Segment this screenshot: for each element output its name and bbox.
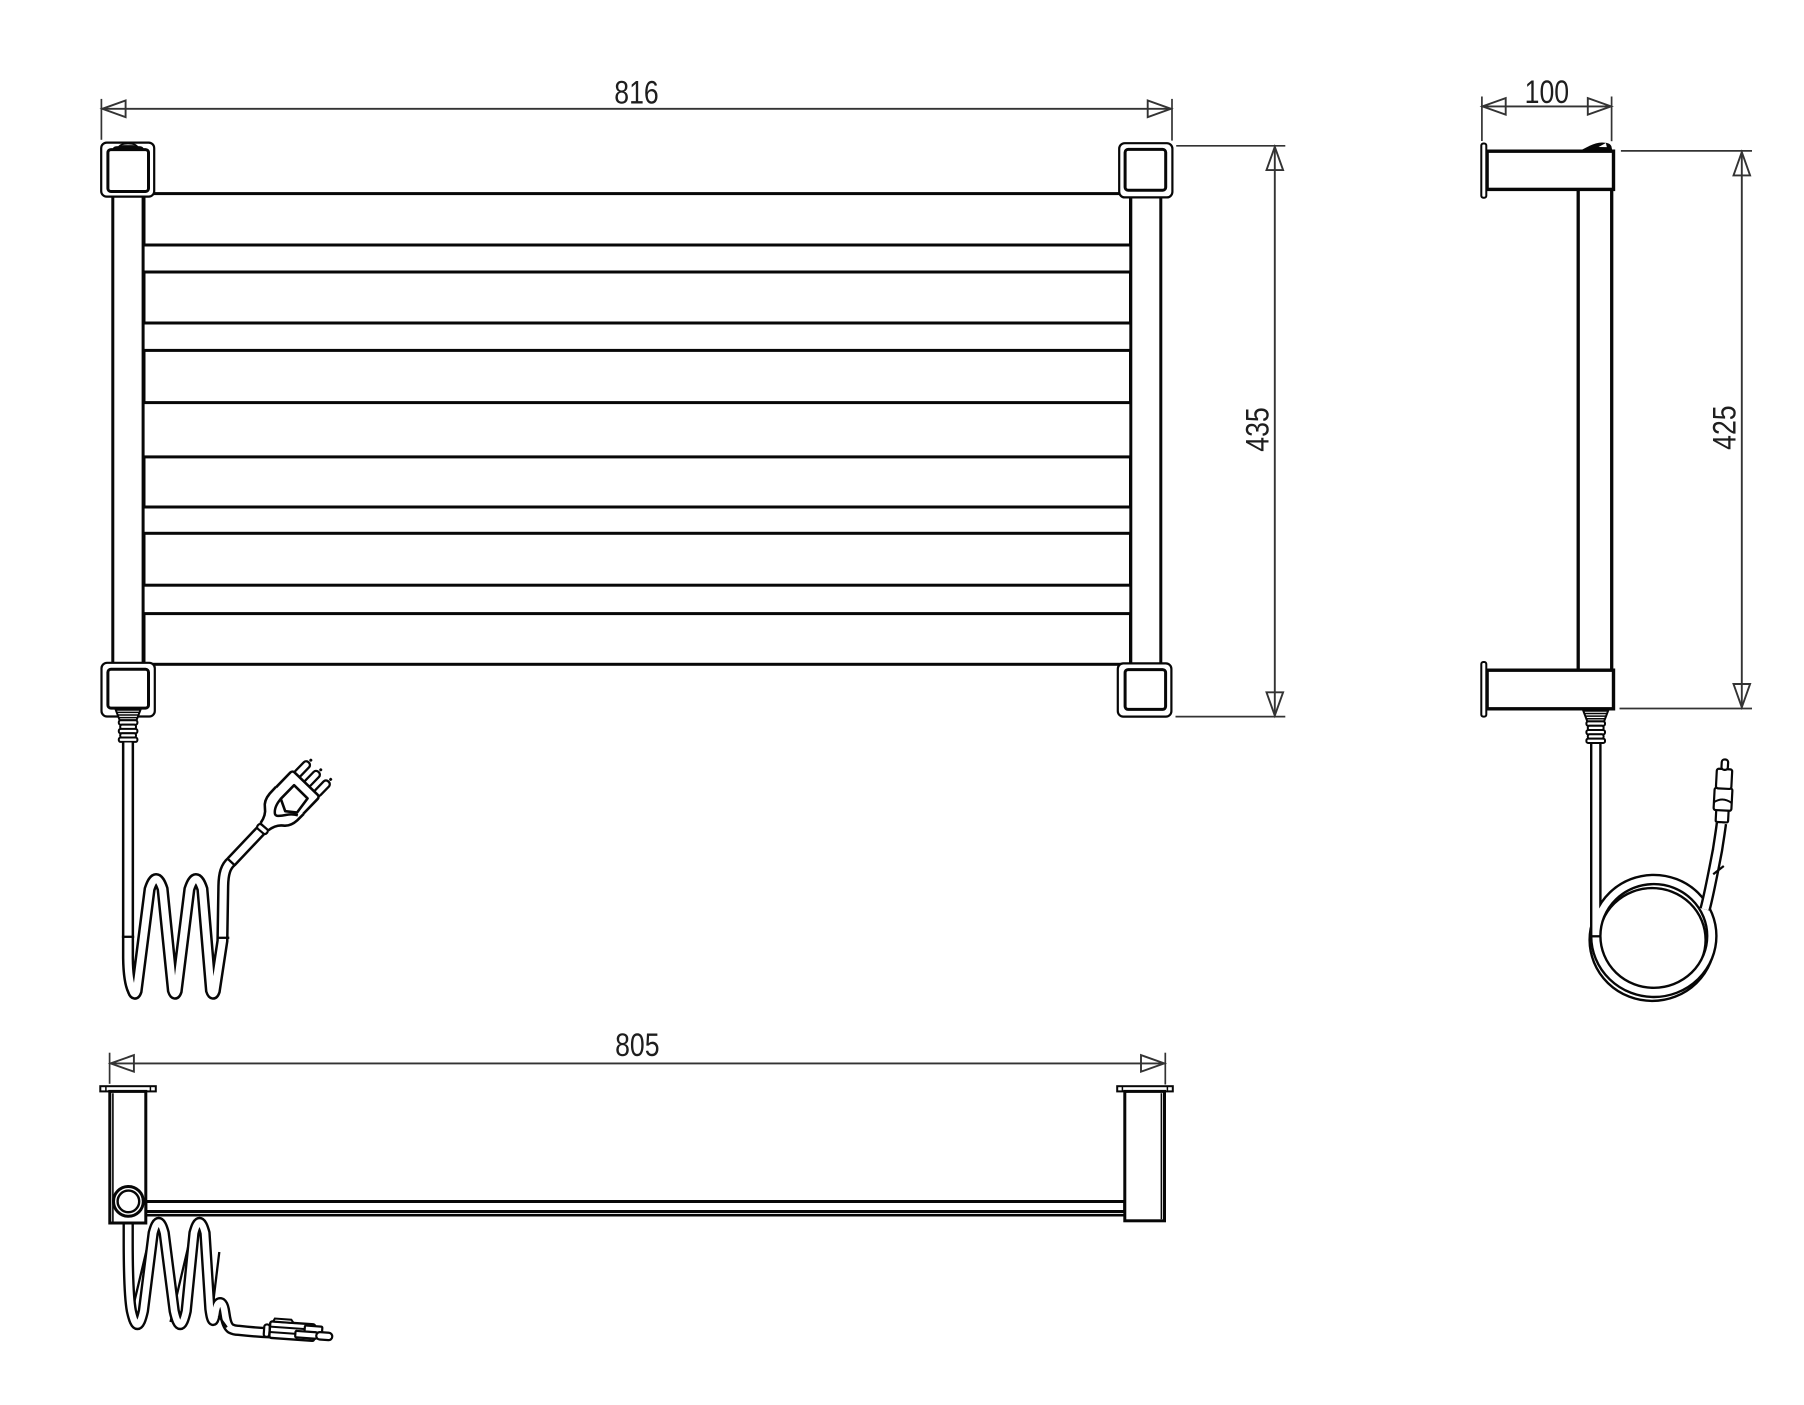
svg-text:435: 435: [1240, 407, 1276, 451]
svg-text:100: 100: [1525, 74, 1569, 110]
svg-text:816: 816: [614, 75, 658, 111]
svg-text:425: 425: [1707, 405, 1743, 449]
svg-text:805: 805: [615, 1027, 659, 1063]
